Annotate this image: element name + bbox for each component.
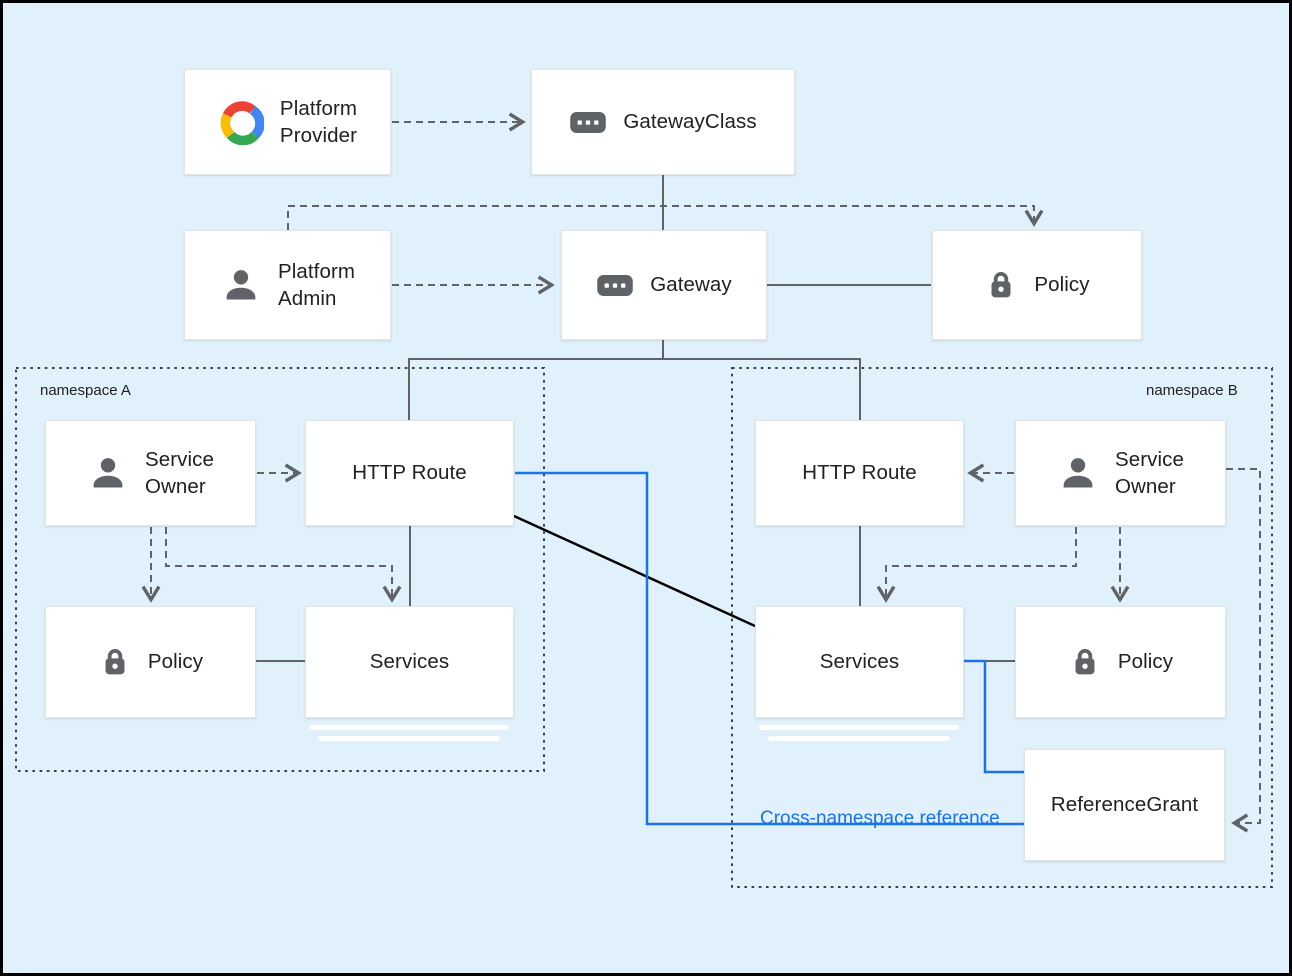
namespace-b-label: namespace B — [1146, 382, 1238, 399]
namespace-a-border — [15, 367, 545, 772]
person-icon — [87, 452, 129, 494]
http-route-b-node: HTTP Route — [755, 420, 964, 526]
services-a-node: Services — [305, 606, 514, 718]
namespace-b-border — [731, 367, 1273, 888]
node-label: Services — [819, 650, 900, 674]
gateway-node: Gateway — [561, 230, 767, 340]
node-label: Policy — [147, 650, 204, 674]
services-b-stack-line-2 — [768, 736, 950, 741]
person-icon — [220, 264, 262, 306]
node-label: GatewayClass — [623, 110, 757, 134]
platform-admin-node: Platform Admin — [184, 230, 391, 340]
gatewayclass-node: GatewayClass — [531, 69, 795, 175]
node-label: Service Owner — [144, 447, 215, 498]
node-label: HTTP Route — [802, 461, 917, 485]
policy-top-node: Policy — [932, 230, 1142, 340]
google-cloud-icon — [218, 99, 264, 145]
policy-a-node: Policy — [45, 606, 256, 718]
resource-chip-icon — [596, 274, 634, 297]
services-a-stack-line-2 — [318, 736, 500, 741]
namespace-a-label: namespace A — [40, 382, 131, 399]
resource-chip-icon — [569, 111, 607, 134]
http-route-a-node: HTTP Route — [305, 420, 514, 526]
services-b-stack-line-1 — [759, 725, 959, 730]
connector-layer — [15, 112, 1273, 888]
service-owner-a-node: Service Owner — [45, 420, 256, 526]
cross-namespace-reference-label: Cross-namespace reference — [760, 808, 1000, 829]
node-label: Service Owner — [1114, 447, 1185, 498]
services-b-node: Services — [755, 606, 964, 718]
lock-icon — [984, 268, 1018, 302]
lock-icon — [1068, 645, 1102, 679]
arrow-owner-a-to-services-a — [165, 527, 402, 603]
node-label: HTTP Route — [352, 461, 467, 485]
person-icon — [1057, 452, 1099, 494]
lock-icon — [98, 645, 132, 679]
arrow-admin-to-policy — [287, 205, 1044, 230]
service-owner-b-node: Service Owner — [1015, 420, 1226, 526]
services-a-stack-line-1 — [309, 725, 509, 730]
platform-provider-node: Platform Provider — [184, 69, 391, 175]
arrow-owner-b-to-services-b — [876, 527, 1077, 603]
policy-b-node: Policy — [1015, 606, 1226, 718]
conn-httproute-a-to-services-b — [513, 514, 756, 628]
reference-grant-node: ReferenceGrant — [1024, 749, 1225, 861]
node-label: Policy — [1117, 650, 1174, 674]
conn-services-b-to-referencegrant — [964, 659, 1024, 774]
node-label: Policy — [1034, 273, 1090, 297]
node-label: Platform Provider — [279, 96, 358, 147]
node-label: Services — [369, 650, 450, 674]
conn-gateway-to-httproutes-split — [408, 340, 861, 420]
arrow-owner-b-to-referencegrant — [1226, 468, 1261, 833]
conn-httproute-a-to-referencegrant — [515, 471, 1024, 826]
node-label: Platform Admin — [277, 259, 356, 310]
node-label: ReferenceGrant — [1050, 793, 1199, 817]
node-label: Gateway — [650, 273, 732, 297]
